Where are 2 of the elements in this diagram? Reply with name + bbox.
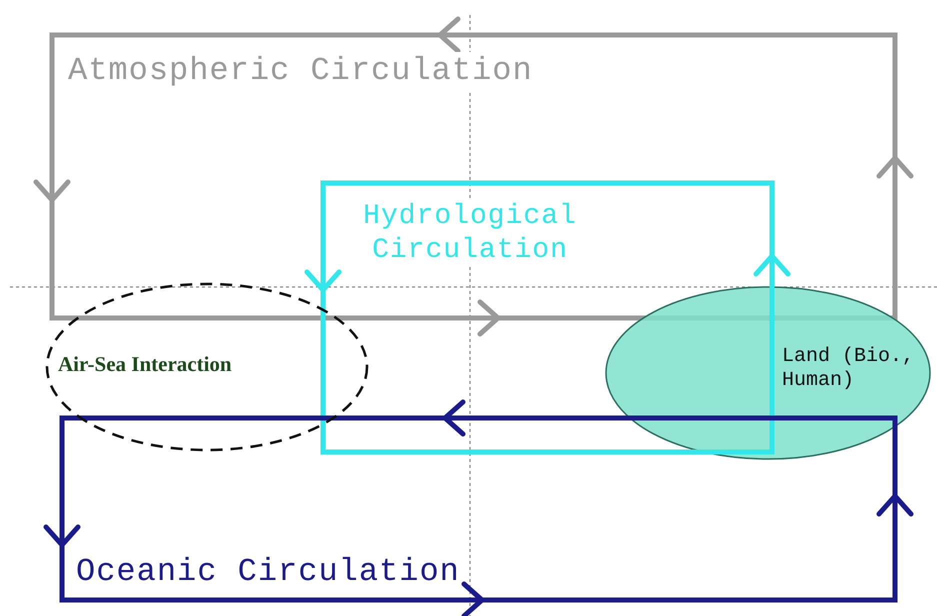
region-label: Land (Bio., Human) <box>782 345 916 393</box>
region-label: Air-Sea Interaction <box>58 352 233 378</box>
